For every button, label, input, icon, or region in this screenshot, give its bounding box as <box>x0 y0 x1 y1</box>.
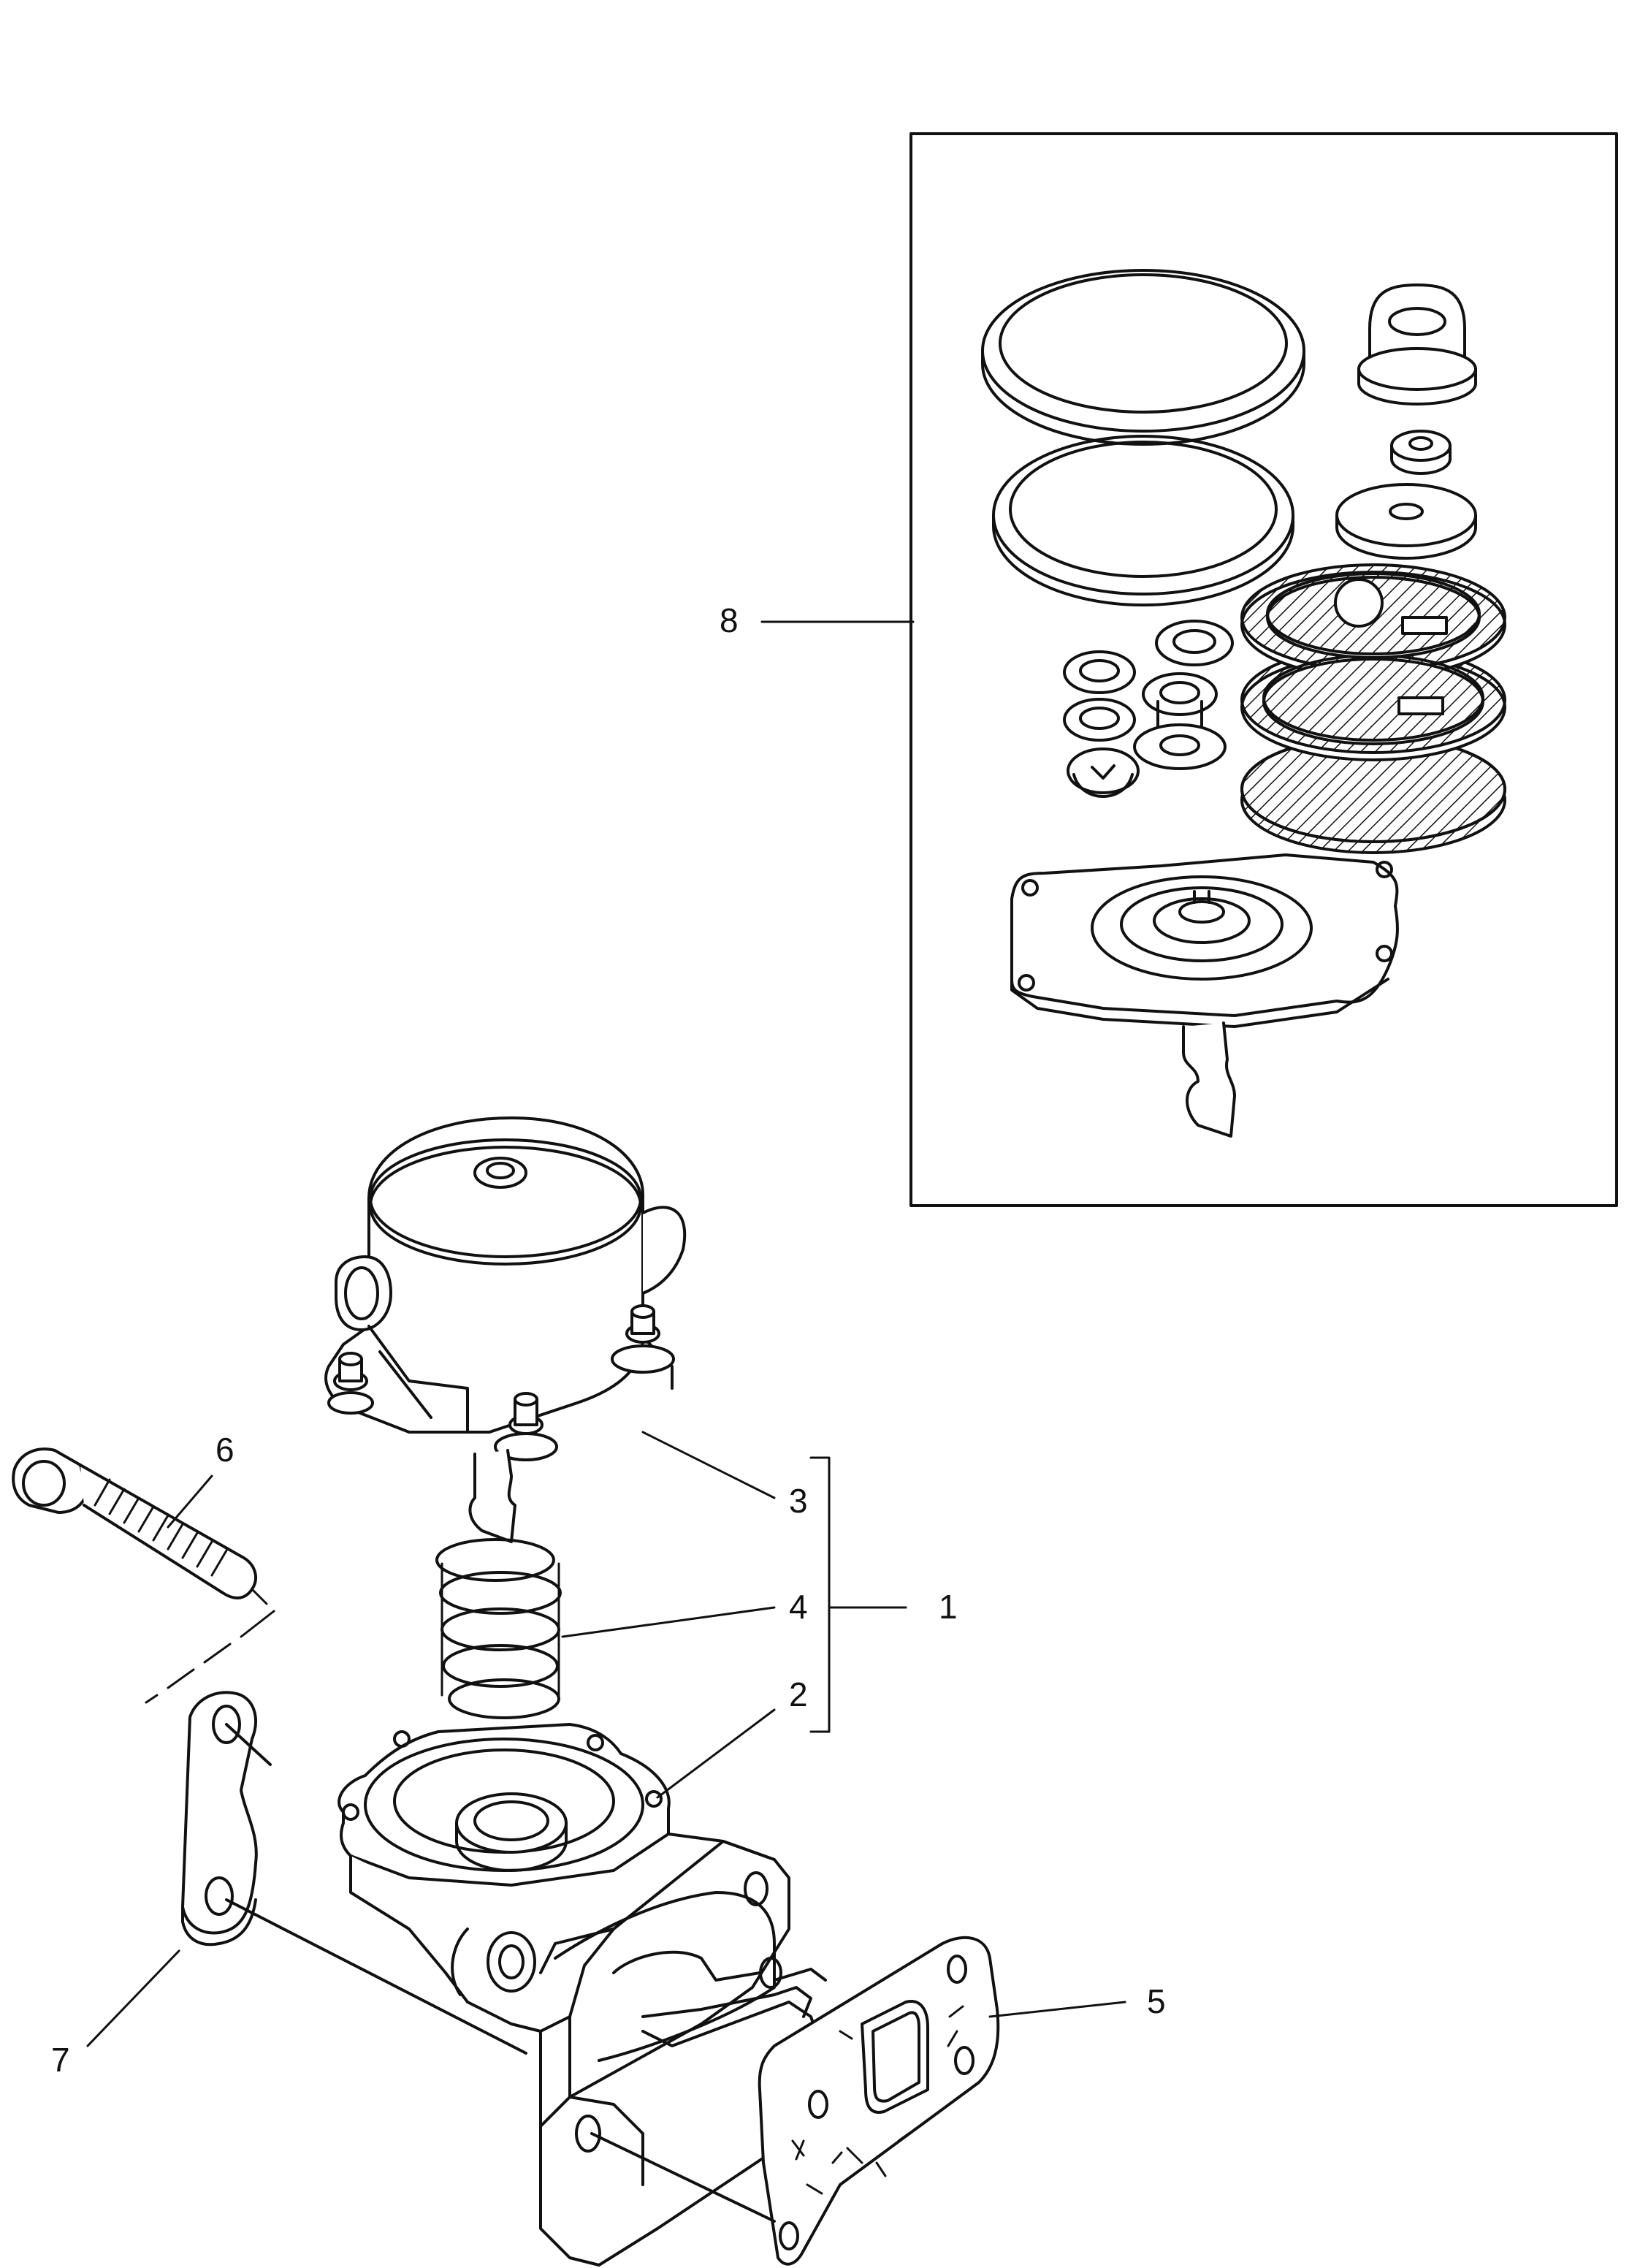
callout-2: 2 <box>789 1675 808 1713</box>
callout-4: 4 <box>789 1588 808 1626</box>
mounting-gasket <box>758 1936 1000 2266</box>
diaphragm-disc-stack <box>1240 563 1506 854</box>
valve-cap-part <box>1357 284 1477 406</box>
kit-border <box>909 132 1618 1207</box>
small-washer <box>1390 430 1452 475</box>
callout-1: 1 <box>939 1588 958 1626</box>
callout-8: 8 <box>720 601 739 639</box>
callout-labels: 1 2 3 4 5 6 7 8 <box>51 601 1166 2079</box>
retainer-disc <box>1335 483 1477 560</box>
callout-5: 5 <box>1147 1982 1166 2020</box>
callout-7: 7 <box>51 2041 70 2079</box>
gasket-ring-large <box>981 269 1305 446</box>
main-diaphragm <box>1010 853 1399 1138</box>
pump-spring <box>435 1538 562 1719</box>
pump-top-cover <box>324 1116 687 1543</box>
mounting-bolt <box>12 1447 275 1704</box>
pump-lower-body <box>337 1723 827 2267</box>
gasket-ring-small <box>992 435 1294 606</box>
repair-kit-panel <box>909 132 1618 1207</box>
leader-lines <box>86 620 1126 2047</box>
cover-screw-set <box>327 1304 675 1461</box>
valve-assembly-cluster <box>1063 620 1234 798</box>
callout-3: 3 <box>789 1482 808 1520</box>
callout-6: 6 <box>216 1431 234 1469</box>
spacer-plate <box>181 1691 776 2223</box>
